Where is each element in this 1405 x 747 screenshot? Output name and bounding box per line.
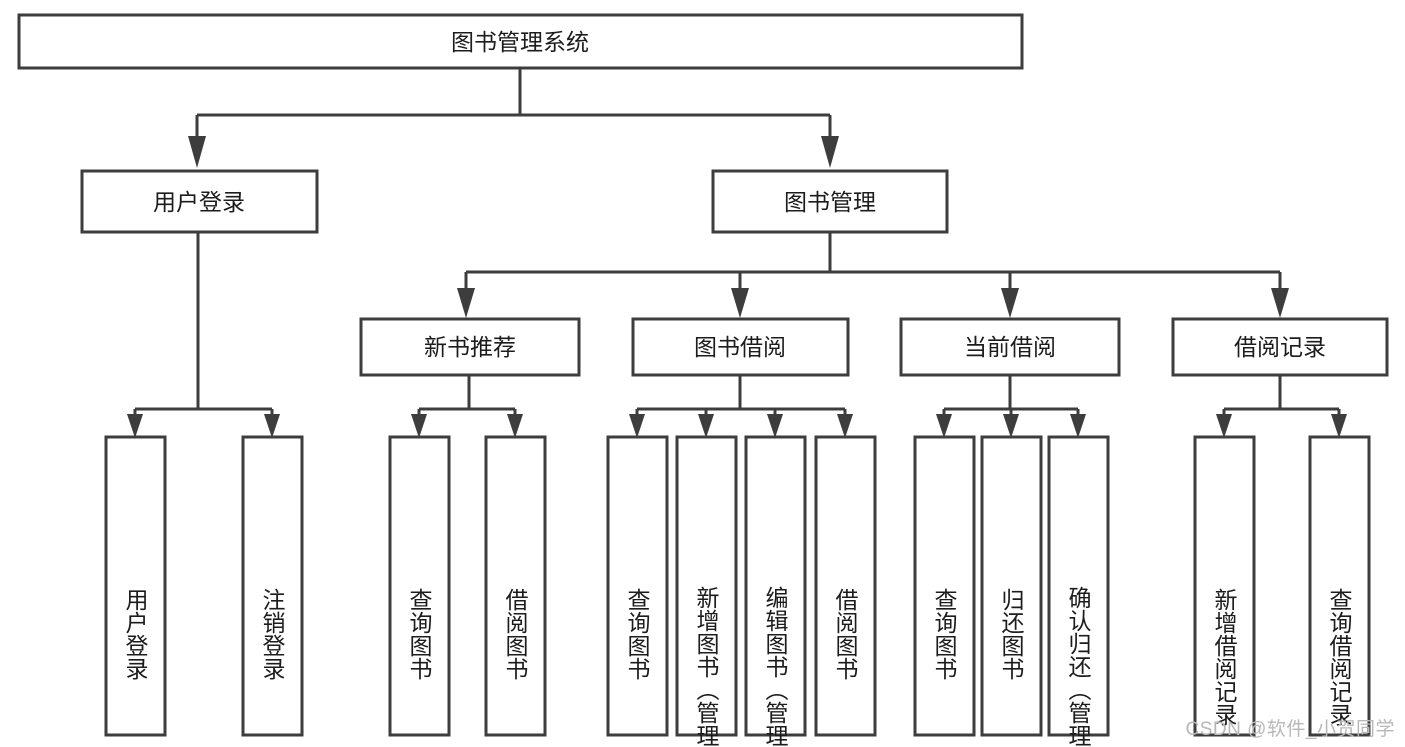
arrow-to-leaf-query-book-3 [936,414,952,438]
node-book-borrow-label: 图书借阅 [694,334,786,360]
leaf-query-book-3[interactable]: 查询图书 [913,435,976,737]
leaf-user-login-label: 用户登录 [122,588,149,680]
arrow-to-user-login [188,136,206,168]
leaf-user-login-box[interactable] [104,435,167,737]
connector-bookmanage-to-level3 [457,233,1289,318]
node-current-borrow[interactable]: 当前借阅 [899,317,1121,377]
node-book-borrow[interactable]: 图书借阅 [631,317,850,377]
leaf-add-book-label: 新增图书（管理员） [693,586,720,747]
leaf-logout[interactable]: 注销登录 [241,435,304,737]
leaf-query-record[interactable]: 查询借阅记录 [1308,435,1371,737]
node-current-borrow-label: 当前借阅 [964,334,1056,360]
leaf-confirm-return-label: 确认归还（管理员） [1065,586,1092,747]
arrow-to-borrow-record [1271,288,1289,318]
arrow-to-leaf-add-book [698,414,714,438]
connector-newbookrec-to-leaves [411,375,523,438]
leaf-borrow-book-2-label: 借阅图书 [832,588,859,680]
arrow-to-leaf-query-book-1 [411,414,427,438]
connector-root-to-level2 [188,68,839,168]
leaf-return-book-box[interactable] [980,435,1043,737]
node-borrow-record[interactable]: 借阅记录 [1171,317,1389,377]
node-borrow-record-box[interactable] [1171,317,1389,377]
leaf-borrow-book-2-box[interactable] [814,435,877,737]
leaf-add-record-box[interactable] [1193,435,1256,737]
leaf-edit-book-box[interactable] [744,435,807,737]
arrow-to-leaf-add-record [1216,414,1232,438]
arrow-to-leaf-query-book-2 [629,414,645,438]
leaf-query-book-1[interactable]: 查询图书 [388,435,451,737]
connector-borrowrecord-to-leaves [1216,375,1347,438]
leaf-borrow-book-1[interactable]: 借阅图书 [484,435,547,737]
arrow-to-new-book-rec [457,288,475,318]
leaf-user-login[interactable]: 用户登录 [104,435,167,737]
node-book-manage-box[interactable] [711,169,949,234]
leaf-return-book-label: 归还图书 [998,588,1025,680]
arrow-to-leaf-logout [264,414,280,438]
connector-userlogin-to-leaves [127,233,280,438]
node-current-borrow-box[interactable] [899,317,1121,377]
leaf-confirm-return[interactable]: 确认归还（管理员） [1047,435,1110,747]
leaf-query-record-label: 查询借阅记录 [1326,588,1353,726]
leaf-edit-book-label: 编辑图书（管理员） [762,586,789,747]
leaf-borrow-book-1-box[interactable] [484,435,547,737]
leaf-query-book-3-label: 查询图书 [931,588,958,680]
leaf-borrow-book-2[interactable]: 借阅图书 [814,435,877,737]
connector-bookborrow-to-leaves [629,375,853,438]
node-user-login-box[interactable] [80,169,319,234]
arrow-to-current-borrow [1001,288,1019,318]
leaf-add-book[interactable]: 新增图书（管理员） [675,435,738,747]
leaf-query-record-box[interactable] [1308,435,1371,737]
node-root[interactable]: 图书管理系统 [17,13,1024,70]
node-book-manage[interactable]: 图书管理 [711,169,949,234]
leaf-return-book[interactable]: 归还图书 [980,435,1043,737]
arrow-to-leaf-borrow-book-2 [837,414,853,438]
arrow-to-leaf-return-book [1003,414,1019,438]
node-borrow-record-label: 借阅记录 [1234,334,1326,360]
leaf-borrow-book-1-label: 借阅图书 [502,588,529,680]
leaf-confirm-return-box[interactable] [1047,435,1110,737]
arrow-to-book-borrow [731,288,749,318]
arrow-to-leaf-query-record [1331,414,1347,438]
node-new-book-rec-label: 新书推荐 [424,334,516,360]
leaf-add-record-label: 新增借阅记录 [1211,588,1238,726]
arrow-to-book-manage [821,136,839,168]
leaf-edit-book[interactable]: 编辑图书（管理员） [744,435,807,747]
leaf-add-book-box[interactable] [675,435,738,737]
leaf-add-record[interactable]: 新增借阅记录 [1193,435,1256,737]
leaf-query-book-1-box[interactable] [388,435,451,737]
arrow-to-leaf-edit-book [767,414,783,438]
node-book-borrow-box[interactable] [631,317,850,377]
arrow-to-leaf-confirm-return [1070,414,1086,438]
node-new-book-rec[interactable]: 新书推荐 [359,317,581,377]
node-new-book-rec-box[interactable] [359,317,581,377]
leaf-logout-label: 注销登录 [259,588,286,680]
node-root-box[interactable] [17,13,1024,70]
arrow-to-leaf-user-login [127,414,143,438]
leaf-query-book-1-label: 查询图书 [406,588,433,680]
arrow-to-leaf-borrow-book-1 [507,414,523,438]
leaf-logout-box[interactable] [241,435,304,737]
node-root-label: 图书管理系统 [451,29,589,55]
leaf-query-book-3-box[interactable] [913,435,976,737]
connector-currentborrow-to-leaves [936,375,1086,438]
node-user-login-label: 用户登录 [153,189,245,215]
leaf-query-book-2-label: 查询图书 [624,588,651,680]
node-book-manage-label: 图书管理 [784,189,876,215]
node-user-login[interactable]: 用户登录 [80,169,319,234]
leaf-query-book-2-box[interactable] [606,435,669,737]
leaf-query-book-2[interactable]: 查询图书 [606,435,669,737]
